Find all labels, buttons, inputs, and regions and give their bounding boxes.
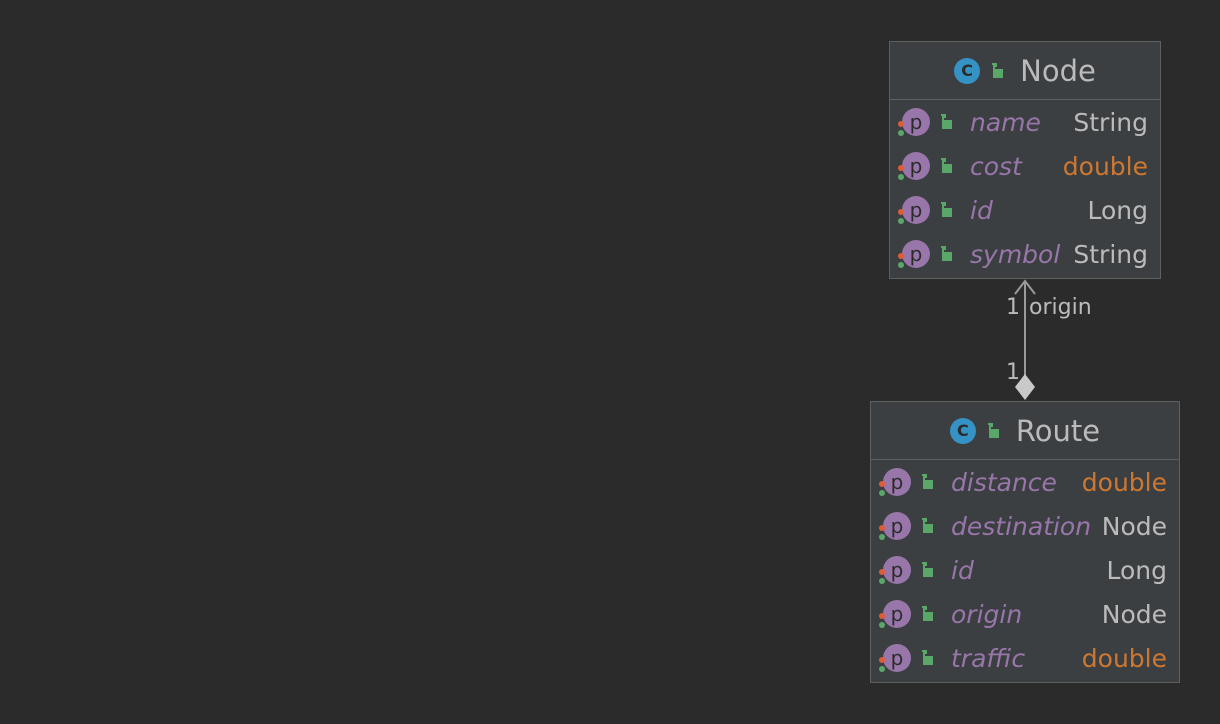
public-lock-icon bbox=[922, 562, 933, 577]
field-type: Node bbox=[1101, 511, 1167, 541]
field-row[interactable]: p id Long bbox=[890, 188, 1160, 232]
field-list: p distance double p destination Node p i… bbox=[871, 460, 1179, 680]
field-row[interactable]: p id Long bbox=[871, 548, 1179, 592]
field-type: Long bbox=[1087, 195, 1149, 225]
field-list: p name String p cost double p id Long p … bbox=[890, 100, 1160, 276]
field-name: id bbox=[970, 195, 993, 225]
class-icon: C bbox=[954, 57, 981, 84]
public-lock-icon bbox=[941, 158, 952, 173]
property-icon: p bbox=[898, 240, 930, 268]
field-row[interactable]: p destination Node bbox=[871, 504, 1179, 548]
property-icon: p bbox=[879, 556, 911, 584]
field-name: traffic bbox=[951, 643, 1026, 673]
public-lock-icon bbox=[922, 650, 933, 665]
class-name: Node bbox=[1020, 53, 1096, 88]
public-lock-icon bbox=[941, 114, 952, 129]
field-type: Long bbox=[1106, 555, 1168, 585]
property-icon: p bbox=[898, 196, 930, 224]
field-type: String bbox=[1073, 107, 1148, 137]
field-row[interactable]: p symbol String bbox=[890, 232, 1160, 276]
property-icon: p bbox=[879, 600, 911, 628]
field-name: symbol bbox=[970, 239, 1061, 269]
property-icon: p bbox=[879, 644, 911, 672]
field-name: id bbox=[951, 555, 974, 585]
field-name: distance bbox=[951, 467, 1057, 497]
public-lock-icon bbox=[922, 474, 933, 489]
field-name: origin bbox=[951, 599, 1023, 629]
field-name: name bbox=[970, 107, 1041, 137]
source-multiplicity: 1 bbox=[1006, 360, 1020, 385]
navigability-arrow-icon bbox=[1014, 279, 1036, 295]
target-multiplicity: 1 bbox=[1006, 295, 1020, 320]
property-icon: p bbox=[898, 108, 930, 136]
class-node[interactable]: C Node p name String p cost double p bbox=[889, 41, 1161, 279]
class-icon: C bbox=[949, 417, 976, 444]
field-type: Node bbox=[1101, 599, 1167, 629]
field-name: destination bbox=[951, 511, 1092, 541]
field-type: double bbox=[1062, 151, 1148, 181]
field-name: cost bbox=[970, 151, 1022, 181]
property-icon: p bbox=[879, 468, 911, 496]
public-lock-icon bbox=[922, 606, 933, 621]
class-name: Route bbox=[1015, 413, 1101, 448]
composition-diamond-icon bbox=[1015, 374, 1035, 400]
public-lock-icon bbox=[987, 422, 999, 438]
class-header: C Node bbox=[890, 42, 1160, 100]
public-lock-icon bbox=[941, 202, 952, 217]
public-lock-icon bbox=[992, 62, 1004, 78]
field-row[interactable]: p origin Node bbox=[871, 592, 1179, 636]
field-row[interactable]: p distance double bbox=[871, 460, 1179, 504]
public-lock-icon bbox=[922, 518, 933, 533]
class-route[interactable]: C Route p distance double p destination … bbox=[870, 401, 1180, 683]
public-lock-icon bbox=[941, 246, 952, 261]
field-type: String bbox=[1073, 239, 1148, 269]
field-row[interactable]: p name String bbox=[890, 100, 1160, 144]
field-type: double bbox=[1081, 467, 1167, 497]
field-row[interactable]: p cost double bbox=[890, 144, 1160, 188]
class-header: C Route bbox=[871, 402, 1179, 460]
field-row[interactable]: p traffic double bbox=[871, 636, 1179, 680]
property-icon: p bbox=[879, 512, 911, 540]
role-label: origin bbox=[1029, 295, 1092, 320]
property-icon: p bbox=[898, 152, 930, 180]
field-type: double bbox=[1081, 643, 1167, 673]
